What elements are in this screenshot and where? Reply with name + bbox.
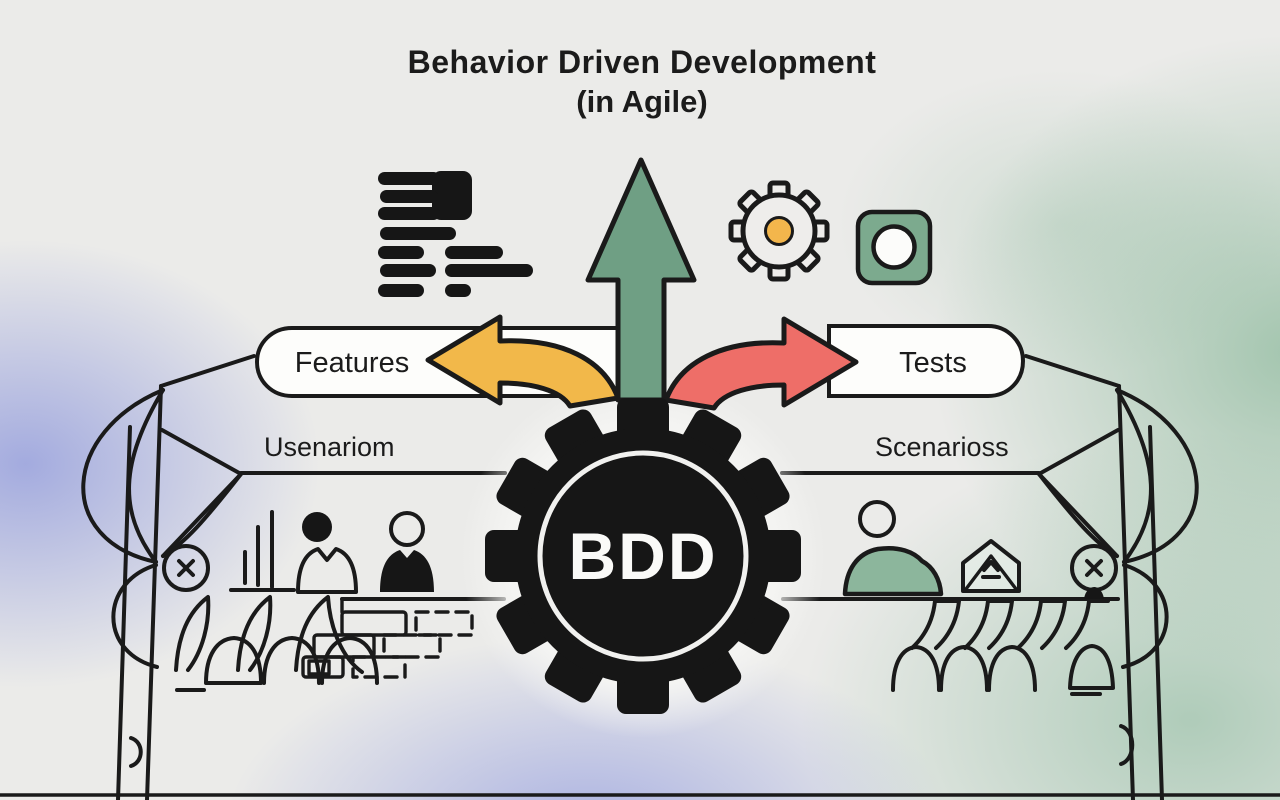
bdd-gear-icon [485,398,801,714]
diagram-title-line2: (in Agile) [576,84,708,119]
right-frame-lines [1024,354,1199,800]
x-circle-icon [1070,544,1118,592]
tests-pill [827,324,1026,398]
tests-pill-label: Tests [899,347,967,379]
person-green-icon [842,500,944,597]
left-section-label: Usenariom [264,432,395,462]
right-curved-arrow-icon [663,316,859,411]
right-scallop-shapes [891,587,1115,696]
person-filled-icon [296,512,358,594]
diagram-title-line1: Behavior Driven Development [407,44,877,80]
features-pill-label: Features [294,347,410,379]
person-outline-icon [380,511,434,592]
right-section-label: Scenarioss [875,432,1009,462]
status-square-icon [855,209,933,286]
bdd-gear-label: BDD [568,519,718,593]
document-lines-icon [378,171,533,297]
envelope-icon [961,539,1021,593]
gear-outline-icon [728,180,830,282]
bar-chart-icon [229,510,296,592]
left-curved-arrow-icon [425,314,621,409]
bricks-dashed-icon [301,597,474,679]
x-circle-icon [162,544,210,592]
